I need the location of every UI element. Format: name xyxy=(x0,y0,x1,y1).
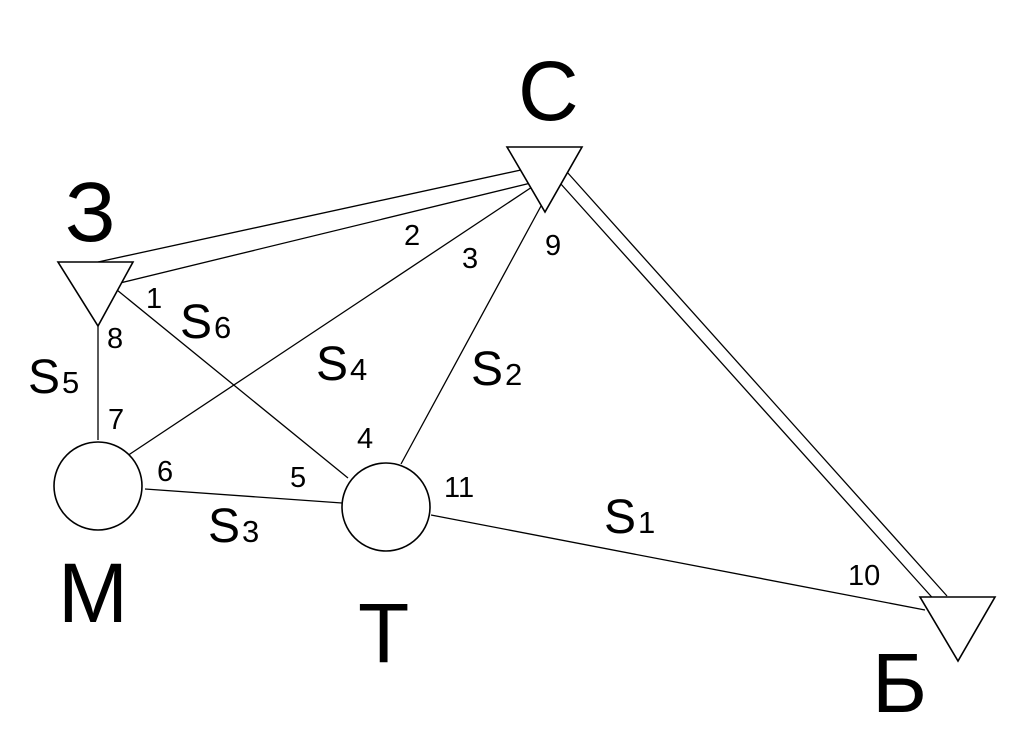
point-label-b: Б xyxy=(872,636,927,730)
segment-labels: S1 S2 S3 S4 S5 S6 xyxy=(28,296,655,553)
angle-label-4: 4 xyxy=(357,423,373,455)
angle-label-7: 7 xyxy=(108,404,124,436)
angle-label-1: 1 xyxy=(146,283,162,315)
angle-numbers: 1 2 3 4 5 6 7 8 9 10 11 xyxy=(107,220,880,592)
point-label-c: С xyxy=(518,44,579,138)
angle-label-11: 11 xyxy=(444,472,474,504)
angle-label-9: 9 xyxy=(545,230,561,262)
edge-s4 xyxy=(126,184,536,457)
edge-c-b-outer xyxy=(566,171,948,597)
edge-s1 xyxy=(430,514,926,611)
point-label-t: Т xyxy=(358,586,409,680)
segment-label-s4: S4 xyxy=(316,338,367,391)
segment-label-s3: S3 xyxy=(208,500,259,553)
circle-t xyxy=(341,462,431,552)
triangle-c xyxy=(505,146,584,214)
point-labels: С З М Т Б xyxy=(58,44,927,730)
segment-label-s6: S6 xyxy=(180,296,231,349)
edges xyxy=(97,167,948,611)
triangle-z xyxy=(56,261,135,328)
point-symbols xyxy=(53,146,997,663)
edge-z-c-inner xyxy=(119,181,536,284)
angle-label-10: 10 xyxy=(848,560,880,592)
segment-label-s1: S1 xyxy=(604,491,655,544)
angle-label-5: 5 xyxy=(290,462,306,494)
angle-label-8: 8 xyxy=(107,323,123,355)
angle-label-3: 3 xyxy=(462,243,478,275)
point-label-m: М xyxy=(58,546,128,640)
angle-label-2: 2 xyxy=(404,220,420,252)
edge-s2 xyxy=(400,205,542,465)
point-label-z: З xyxy=(65,165,116,259)
circle-m xyxy=(53,441,143,531)
triangle-b xyxy=(918,596,997,663)
edge-s6 xyxy=(116,289,349,479)
edge-s3 xyxy=(144,488,343,504)
edge-c-b-inner xyxy=(559,182,939,605)
segment-label-s2: S2 xyxy=(471,343,522,396)
segment-label-s5: S5 xyxy=(28,351,79,404)
angle-label-6: 6 xyxy=(157,456,173,488)
edge-z-c-outer xyxy=(97,167,531,263)
